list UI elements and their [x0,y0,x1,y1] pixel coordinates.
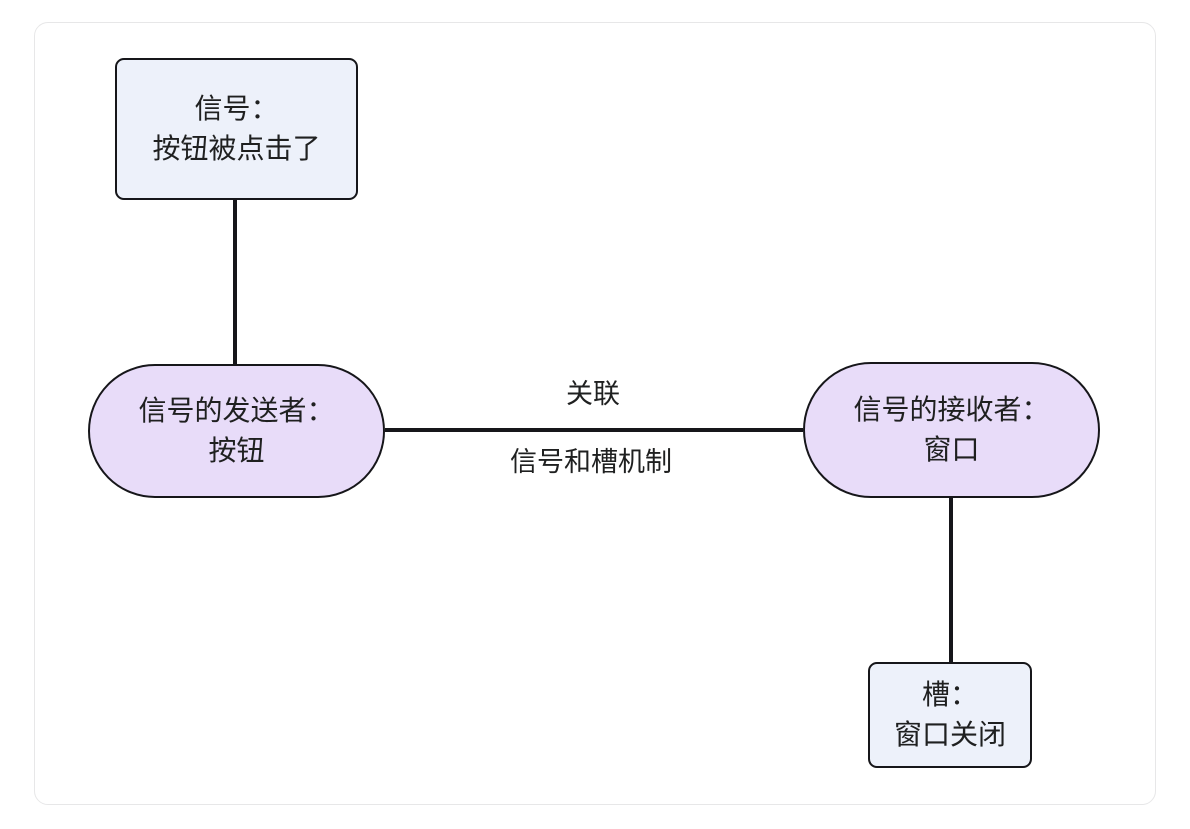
node-sender-line2: 按钮 [208,435,265,466]
edge-label-signal-slot-mechanism: 信号和槽机制 [510,447,672,477]
node-slot-line2: 窗口关闭 [893,719,1006,750]
node-slot[interactable]: 槽： 窗口关闭 [868,662,1032,768]
node-slot-line1: 槽： [921,679,978,711]
node-sender[interactable]: 信号的发送者： 按钮 [88,364,385,498]
edge-label-association: 关联 [566,379,620,409]
node-sender-line1: 信号的发送者： [138,395,335,427]
node-signal-line2: 按钮被点击了 [152,133,321,164]
node-receiver-line1: 信号的接收者： [853,394,1050,426]
node-receiver[interactable]: 信号的接收者： 窗口 [803,362,1100,498]
node-receiver-line2: 窗口 [923,434,980,465]
node-signal[interactable]: 信号： 按钮被点击了 [115,58,358,200]
node-signal-line1: 信号： [194,93,279,125]
